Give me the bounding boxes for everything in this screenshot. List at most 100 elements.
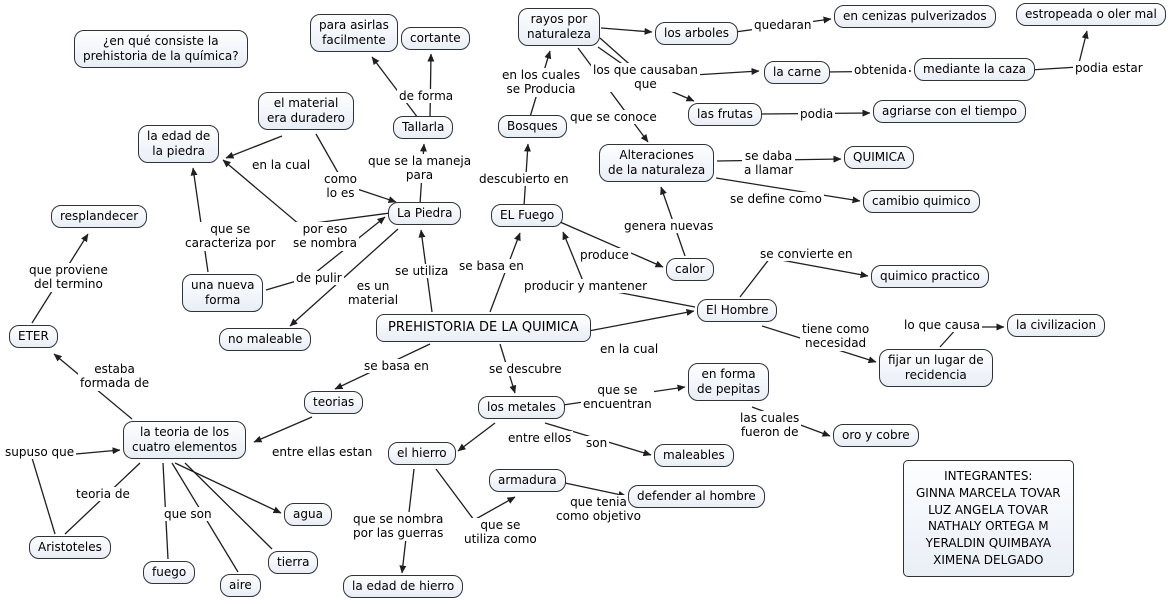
concept-node-los-arboles[interactable]: los arboles <box>655 22 738 45</box>
concept-node-el-fuego[interactable]: EL Fuego <box>491 204 564 227</box>
link-phrase-podia[interactable]: podia <box>798 107 836 122</box>
link-phrase-como-lo-es[interactable]: como lo es <box>322 172 359 201</box>
link-phrase-estaba-formada-de[interactable]: estaba formada de <box>78 362 152 391</box>
concept-node-en-cenizas-pulverizados[interactable]: en cenizas pulverizados <box>834 5 996 28</box>
edge-prehistoria-hombre <box>577 308 695 334</box>
concept-node-rayos-por-naturaleza[interactable]: rayos por naturaleza <box>518 8 600 46</box>
concept-node-oro-y-cobre[interactable]: oro y cobre <box>833 424 919 447</box>
concept-node-la-carne[interactable]: la carne <box>764 61 831 84</box>
link-phrase-es-un-material[interactable]: es un material <box>346 279 401 308</box>
edge-forma-edadpiedra <box>190 167 209 273</box>
concept-node-calor[interactable]: calor <box>666 258 714 281</box>
link-phrase-en-la-cual-2[interactable]: en la cual <box>598 342 661 357</box>
edge-material-edadpiedra <box>225 135 283 159</box>
link-phrase-que-se-nombra[interactable]: que se nombra por las guerras <box>351 512 446 541</box>
concept-node-teorias[interactable]: teorias <box>304 391 364 414</box>
concept-node-fijar-lugar[interactable]: fijar un lugar de recidencia <box>879 349 993 387</box>
concept-node-cortante[interactable]: cortante <box>401 27 470 50</box>
concept-node-quimico-practico[interactable]: quimico practico <box>871 265 989 288</box>
link-phrase-entre-ellos[interactable]: entre ellos <box>506 431 574 446</box>
concept-node-bosques[interactable]: Bosques <box>498 115 567 138</box>
link-phrase-los-que-causaban[interactable]: los que causaban que <box>591 63 700 92</box>
concept-node-aire[interactable]: aire <box>220 574 261 597</box>
edge-tallarla-para-asirlas <box>371 56 419 119</box>
link-phrase-que-son[interactable]: que son <box>162 507 214 522</box>
concept-node-alteraciones[interactable]: Alteraciones de la naturaleza <box>599 144 715 182</box>
concept-node-armadura[interactable]: armadura <box>489 469 566 492</box>
link-phrase-descubierto-en[interactable]: descubierto en <box>477 172 571 187</box>
concept-node-pregunta[interactable]: ¿en qué consiste la prehistoria de la qu… <box>74 30 248 68</box>
link-phrase-que-se-la-maneja[interactable]: que se la maneja para <box>366 154 474 183</box>
concept-node-el-hombre[interactable]: El Hombre <box>697 299 778 322</box>
link-phrase-supuso-que[interactable]: supuso que <box>3 445 77 460</box>
edge-rayos-arboles <box>600 27 653 35</box>
link-phrase-que-proviene[interactable]: que proviene del termino <box>27 263 110 292</box>
edge-hombre-practico <box>739 257 869 298</box>
link-phrase-que-se-conoce[interactable]: que se conoce <box>568 110 659 125</box>
link-phrase-se-descubre[interactable]: se descubre <box>487 362 564 377</box>
concept-node-prehistoria[interactable]: PREHISTORIA DE LA QUIMICA <box>376 314 591 343</box>
concept-node-la-piedra[interactable]: La Piedra <box>388 202 462 225</box>
link-phrase-que-se-encuentran[interactable]: que se encuentran <box>581 383 654 412</box>
link-phrase-genera-nuevas[interactable]: genera nuevas <box>622 219 716 234</box>
concept-node-integrantes[interactable]: INTEGRANTES: GINNA MARCELA TOVAR LUZ ANG… <box>903 460 1074 577</box>
link-phrase-teoria-de[interactable]: teoria de <box>74 487 132 502</box>
link-phrase-por-eso-se-nombra[interactable]: por eso se nombra <box>291 222 359 251</box>
concept-node-camibio-quimico[interactable]: camibio quimico <box>863 190 980 213</box>
link-phrase-se-basa-en-1[interactable]: se basa en <box>457 259 526 274</box>
concept-node-quimica[interactable]: QUIMICA <box>844 146 915 169</box>
link-phrase-de-forma[interactable]: de forma <box>397 89 456 104</box>
link-phrase-se-basa-en-2[interactable]: se basa en <box>362 359 431 374</box>
link-phrase-de-pulir[interactable]: de pulir <box>294 271 344 286</box>
concept-node-la-civilizacion[interactable]: la civilizacion <box>1007 314 1106 337</box>
concept-node-maleables[interactable]: maleables <box>654 444 734 467</box>
concept-node-fuego[interactable]: fuego <box>143 561 196 584</box>
concept-node-teoria-cuatro-elementos[interactable]: la teoria de los cuatro elementos <box>123 421 247 459</box>
concept-node-una-nueva-forma[interactable]: una nueva forma <box>182 274 264 312</box>
edge-piedra-nomaleable <box>289 228 399 327</box>
concept-node-tallarla[interactable]: Tallarla <box>393 116 454 139</box>
link-phrase-en-los-cuales[interactable]: en los cuales se Producia <box>500 68 583 97</box>
concept-node-el-hierro[interactable]: el hierro <box>388 442 456 465</box>
link-phrase-producir-y-mantener[interactable]: producir y mantener <box>522 279 650 294</box>
edge-metales-hierro <box>457 422 496 452</box>
concept-node-aristoteles[interactable]: Aristoteles <box>29 536 111 559</box>
concept-node-la-edad-de-la-piedra[interactable]: la edad de la piedra <box>138 125 220 163</box>
concept-node-agua[interactable]: agua <box>284 503 332 526</box>
link-phrase-que-se-caracteriza[interactable]: que se caracteriza por <box>183 222 278 251</box>
concept-node-agriarse-con-el-tiempo[interactable]: agriarse con el tiempo <box>873 100 1026 123</box>
link-phrase-que-tenia-como-objetivo[interactable]: que tenia como objetivo <box>554 495 643 524</box>
link-phrase-son[interactable]: son <box>584 436 610 451</box>
concept-node-para-asirlas[interactable]: para asirlas facilmente <box>310 14 398 52</box>
concept-node-mediante-la-caza[interactable]: mediante la caza <box>914 58 1035 81</box>
link-phrase-tiene-como-necesidad[interactable]: tiene como necesidad <box>800 322 872 351</box>
link-phrase-se-convierte-en[interactable]: se convierte en <box>758 247 855 262</box>
link-phrase-se-daba-a-llamar[interactable]: se daba a llamar <box>742 149 796 178</box>
concept-node-la-edad-de-hierro[interactable]: la edad de hierro <box>343 575 464 598</box>
concept-node-en-forma-de-pepitas[interactable]: en forma de pepitas <box>688 363 770 401</box>
link-phrase-produce[interactable]: produce <box>578 248 631 263</box>
link-phrase-se-define-como[interactable]: se define como <box>728 192 824 207</box>
link-phrase-podia-estar[interactable]: podia estar <box>1073 61 1145 76</box>
link-phrase-en-la-cual-1[interactable]: en la cual <box>250 158 313 173</box>
concept-node-estropeada-o-oler-mal[interactable]: estropeada o oler mal <box>1016 3 1166 26</box>
concept-node-resplandecer[interactable]: resplandecer <box>51 205 148 228</box>
concept-node-el-material-era-duradero[interactable]: el material era duradero <box>258 92 355 130</box>
edge-rayos-alteraciones <box>577 47 649 143</box>
concept-node-eter[interactable]: ETER <box>9 325 58 348</box>
link-phrase-lo-que-causa[interactable]: lo que causa <box>902 318 983 333</box>
link-phrase-obtenida[interactable]: obtenida <box>852 63 909 78</box>
link-phrase-que-se-utiliza-como[interactable]: que se utiliza como <box>462 518 539 547</box>
concept-node-tierra[interactable]: tierra <box>268 551 319 574</box>
concept-node-los-metales[interactable]: los metales <box>478 396 565 419</box>
link-phrase-quedaran[interactable]: quedaran <box>752 18 814 33</box>
link-phrase-las-cuales-fueron-de[interactable]: las cuales fueron de <box>738 411 802 440</box>
link-phrase-se-utiliza[interactable]: se utiliza <box>393 264 451 279</box>
concept-node-las-frutas[interactable]: las frutas <box>688 103 762 126</box>
link-phrase-entre-ellas-estan[interactable]: entre ellas estan <box>270 445 375 460</box>
concept-node-no-maleable[interactable]: no maleable <box>219 328 312 351</box>
edge-alteraciones-cambio <box>715 177 861 204</box>
edge-tallarla-cortante <box>427 53 435 119</box>
concept-node-defender-al-hombre[interactable]: defender al hombre <box>628 485 765 508</box>
edge-teoria4-tierra <box>184 462 273 550</box>
